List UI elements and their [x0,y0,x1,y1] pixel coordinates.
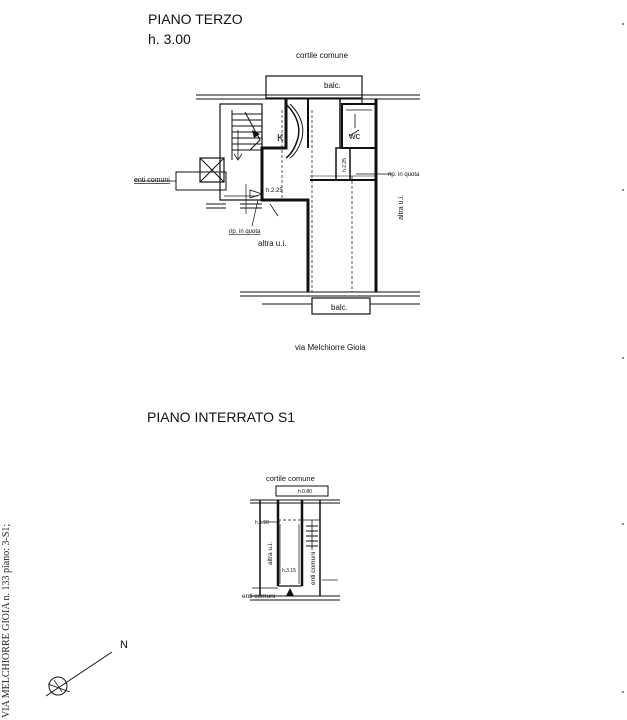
basement-height-left: h.1.50 [255,520,269,526]
floor3-other-unit-right: altra u.i. [398,195,405,220]
basement-courtyard-label: cortile comune [266,474,315,483]
floor3-courtyard-label: cortile comune [296,51,349,60]
floor3-common-label: enti comuni [134,177,170,184]
floor3-balcony-bottom [311,297,371,315]
basement-plan [250,485,340,601]
basement-height-bottom: h.3.15 [282,568,296,574]
floor3-corridor-height: h.2.25 [266,188,283,194]
scan-edge-marks [622,23,624,693]
floor3-other-unit-center: altra u.i. [258,239,286,248]
floor3-rip-right: rip. in quota [388,172,420,178]
compass-label: N [120,639,128,651]
side-note: VIA MELCHIORRE GIOIA n. 133 piano: 3-S1; [1,524,12,718]
floor3-balcony-top-label: balc. [324,81,341,90]
floor3-plan [134,75,420,315]
basement-common-label: enti comuni [242,593,275,600]
floor3-wc-height: h.2.25 [342,158,348,172]
basement-common-vertical: enti comuni [310,552,317,585]
floor3-title: PIANO TERZO [148,11,243,27]
floor3-height: h. 3.00 [148,31,191,47]
basement-other-unit: altra u.i. [267,542,274,565]
floor3-balcony-top [265,75,363,99]
floor3-rip-left: rip. in quota [229,229,261,235]
floor3-lift [199,157,225,183]
floor3-kitchen-label: K [277,133,284,144]
floor3-street-label: via Melchiorre Gioia [295,343,366,352]
floor3-balcony-bottom-label: balc. [331,303,348,312]
floor3-wc-label: wc [348,131,360,141]
basement-title: PIANO INTERRATO S1 [147,409,295,425]
basement-height-top: h.0.80 [298,489,312,495]
floor3-stair-block [219,103,263,201]
north-arrow-icon [45,651,113,697]
